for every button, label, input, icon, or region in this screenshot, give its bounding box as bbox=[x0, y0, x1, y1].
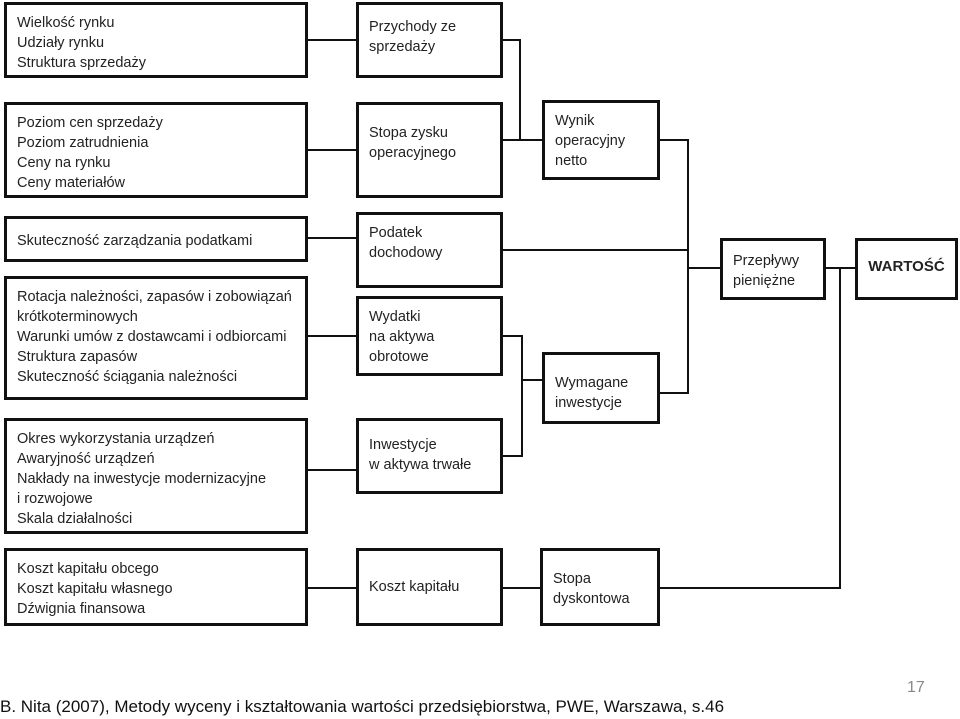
operating-result-line: operacyjny bbox=[555, 133, 626, 149]
income-tax-line: Podatek bbox=[369, 225, 423, 241]
working-capital-expenditure-line: Wydatki bbox=[369, 309, 421, 325]
working-capital-factors-box: Rotacja należności, zapasów i zobowiązań… bbox=[4, 276, 308, 400]
cash-flows-box: Przepływy pieniężne bbox=[720, 238, 826, 300]
fixed-asset-investment-line: w aktywa trwałe bbox=[369, 457, 472, 473]
operating-margin-line: Stopa zysku bbox=[369, 125, 448, 141]
operating-margin-line: operacyjnego bbox=[369, 145, 457, 161]
working-capital-expenditure-line: na aktywa bbox=[369, 329, 435, 345]
required-investment-line: inwestycje bbox=[555, 395, 622, 411]
tax-management-box: Skuteczność zarządzania podatkami bbox=[4, 216, 308, 262]
market-factors-box: Wielkość rynku Udziały rynku Struktura s… bbox=[4, 2, 308, 78]
capital-factor-line: Koszt kapitału własnego bbox=[17, 581, 173, 597]
working-capital-line: Skuteczność ściągania należności bbox=[17, 369, 238, 385]
revenue-box: Przychody ze sprzedaży bbox=[356, 2, 503, 78]
fixed-asset-line: i rozwojowe bbox=[17, 491, 93, 507]
capital-factor-line: Dźwignia finansowa bbox=[17, 601, 146, 617]
discount-rate-line: Stopa bbox=[553, 571, 591, 587]
market-factor-line: Udziały rynku bbox=[17, 35, 105, 51]
working-capital-line: krótkoterminowych bbox=[17, 309, 138, 325]
source-citation: B. Nita (2007), Metody wyceny i kształto… bbox=[0, 697, 725, 716]
operating-margin-box: Stopa zysku operacyjnego bbox=[356, 102, 503, 198]
fixed-asset-line: Nakłady na inwestycje modernizacyjne bbox=[17, 471, 267, 487]
connector-to-cash-flows bbox=[660, 139, 689, 394]
market-factor-line: Wielkość rynku bbox=[17, 15, 115, 31]
operating-result-line: netto bbox=[555, 153, 588, 169]
page-number: 17 bbox=[907, 679, 925, 696]
cash-flows-line: Przepływy bbox=[733, 253, 800, 269]
working-capital-line: Rotacja należności, zapasów i zobowiązań bbox=[17, 289, 292, 305]
value-label: WARTOŚĆ bbox=[868, 258, 945, 275]
cost-of-capital-box: Koszt kapitału bbox=[356, 548, 503, 626]
connector-revenue-to-result bbox=[503, 39, 542, 141]
working-capital-line: Struktura zapasów bbox=[17, 349, 138, 365]
connector-exp-to-required bbox=[503, 335, 523, 457]
price-factor-line: Poziom zatrudnienia bbox=[17, 135, 149, 151]
fixed-asset-line: Skala działalności bbox=[17, 511, 133, 527]
capital-factors-box: Koszt kapitału obcego Koszt kapitału wła… bbox=[4, 548, 308, 626]
discount-rate-box: Stopa dyskontowa bbox=[540, 548, 660, 626]
price-factor-line: Poziom cen sprzedaży bbox=[17, 115, 163, 131]
market-factor-line: Struktura sprzedaży bbox=[17, 55, 146, 71]
revenue-line: sprzedaży bbox=[369, 39, 436, 55]
income-tax-box: Podatek dochodowy bbox=[356, 212, 503, 288]
working-capital-expenditure-box: Wydatki na aktywa obrotowe bbox=[356, 296, 503, 376]
required-investment-line: Wymagane bbox=[555, 375, 629, 391]
price-factor-line: Ceny na rynku bbox=[17, 155, 111, 171]
fixed-asset-factors-box: Okres wykorzystania urządzeń Awaryjność … bbox=[4, 418, 308, 534]
working-capital-line: Warunki umów z dostawcami i odbiorcami bbox=[17, 329, 287, 345]
fixed-asset-line: Okres wykorzystania urządzeń bbox=[17, 431, 215, 447]
fixed-asset-investment-line: Inwestycje bbox=[369, 437, 437, 453]
revenue-line: Przychody ze bbox=[369, 19, 457, 35]
connector-value-bracket bbox=[660, 267, 841, 589]
value-box: WARTOŚĆ bbox=[855, 238, 958, 300]
required-investment-box: Wymagane inwestycje bbox=[542, 352, 660, 424]
discount-rate-line: dyskontowa bbox=[553, 591, 630, 607]
income-tax-line: dochodowy bbox=[369, 245, 443, 261]
operating-result-line: Wynik bbox=[555, 113, 595, 129]
cost-of-capital-line: Koszt kapitału bbox=[369, 579, 460, 595]
fixed-asset-investment-box: Inwestycje w aktywa trwałe bbox=[356, 418, 503, 494]
price-factor-line: Ceny materiałów bbox=[17, 175, 125, 191]
operating-result-box: Wynik operacyjny netto bbox=[542, 100, 660, 180]
tax-management-line: Skuteczność zarządzania podatkami bbox=[17, 233, 253, 249]
fixed-asset-line: Awaryjność urządzeń bbox=[17, 451, 155, 467]
working-capital-expenditure-line: obrotowe bbox=[369, 349, 429, 365]
capital-factor-line: Koszt kapitału obcego bbox=[17, 561, 159, 577]
cash-flows-line: pieniężne bbox=[733, 273, 796, 289]
price-factors-box: Poziom cen sprzedaży Poziom zatrudnienia… bbox=[4, 102, 308, 198]
